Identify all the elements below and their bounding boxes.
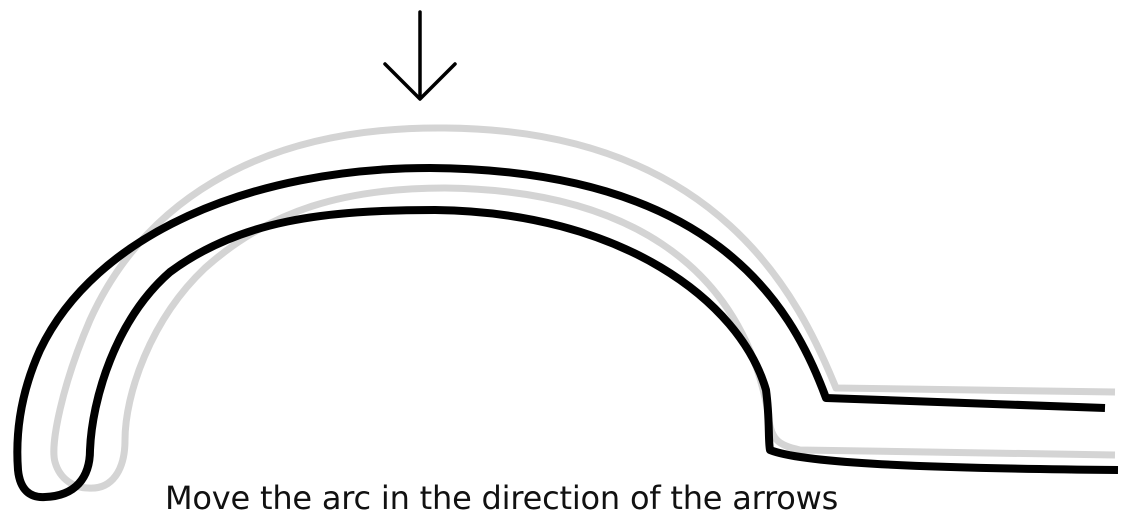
arrow-down-icon — [385, 12, 455, 99]
diagram-canvas — [0, 0, 1125, 505]
instruction-caption: Move the arc in the direction of the arr… — [165, 478, 865, 518]
current-arc — [17, 168, 1118, 497]
current-arc-outer-edge — [17, 168, 1118, 497]
